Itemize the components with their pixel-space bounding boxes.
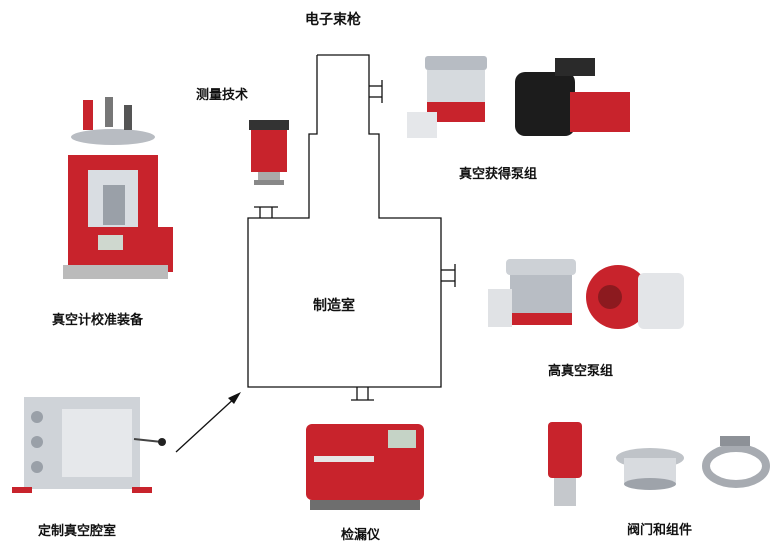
chamber-outline xyxy=(247,54,442,388)
label-hv-pump-group: 高真空泵组 xyxy=(548,364,614,379)
label-pumping-group: 真空获得泵组 xyxy=(459,167,538,182)
label-valves: 阀门和组件 xyxy=(627,523,693,538)
label-calibration: 真空计校准装备 xyxy=(52,313,144,328)
arrow-line xyxy=(175,395,238,453)
label-leak-detector: 检漏仪 xyxy=(341,528,381,543)
vacuum-gauge-image xyxy=(249,120,289,185)
valves-components-image xyxy=(548,422,770,506)
arrow-head xyxy=(228,392,241,404)
label-chamber: 制造室 xyxy=(313,298,355,314)
label-electron-gun: 电子束枪 xyxy=(305,12,361,28)
calibration-stand-image xyxy=(63,97,173,279)
leak-detector-image xyxy=(306,424,424,510)
hv-pump-group-image xyxy=(488,259,684,329)
label-measurement: 测量技术 xyxy=(196,88,249,103)
custom-chamber-image xyxy=(12,397,166,493)
pumping-group-image xyxy=(407,56,630,138)
label-custom-chamber: 定制真空腔室 xyxy=(38,524,117,539)
